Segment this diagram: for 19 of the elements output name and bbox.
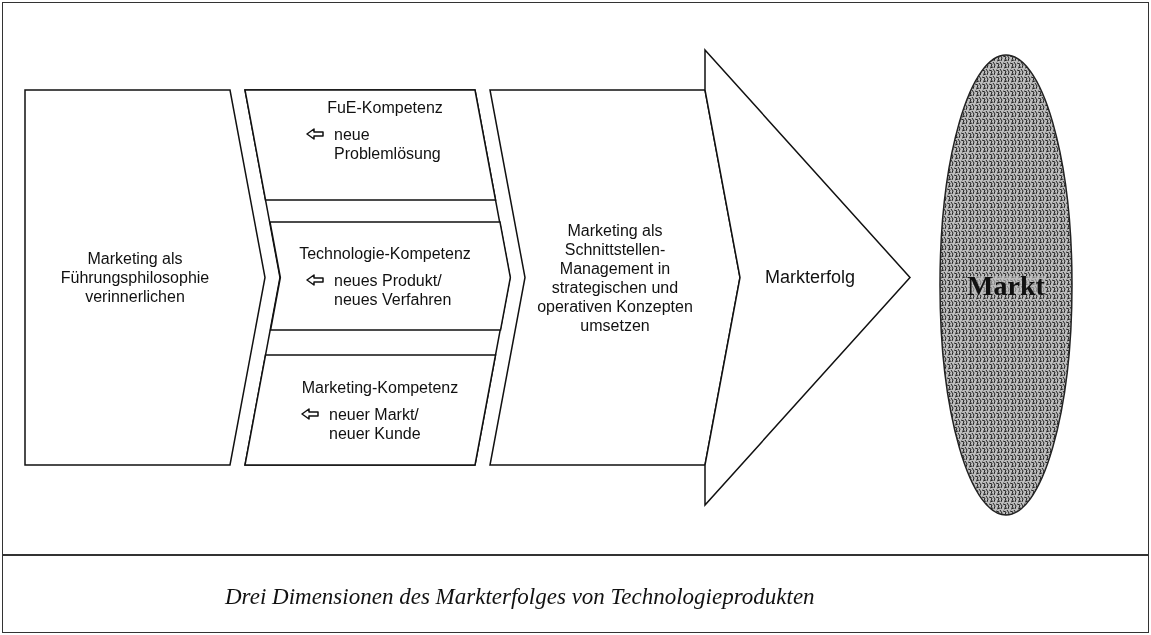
box-text: neue Problemlösung bbox=[334, 125, 442, 163]
box-text: neues Produkt/ neues Verfahren bbox=[334, 270, 453, 309]
box-text: neuer Markt/ neuer Kunde bbox=[329, 404, 422, 443]
node-label: Markterfolg bbox=[765, 268, 855, 287]
box-heading: FuE-Kompetenz bbox=[327, 98, 443, 117]
chevron-shape bbox=[490, 90, 740, 465]
process-box bbox=[245, 90, 496, 200]
node-label: Marketing als Führungsphilosophie verinnerlichen bbox=[59, 249, 211, 306]
node-label: Markt bbox=[967, 275, 1045, 295]
process-box bbox=[269, 222, 510, 330]
market-ellipse bbox=[940, 55, 1072, 515]
box-heading: Marketing-Kompetenz bbox=[301, 377, 459, 397]
process-box bbox=[245, 355, 496, 465]
chevron-shape bbox=[245, 90, 510, 465]
caption: Drei Dimensionen des Markterfolges von Technologieprodukten bbox=[225, 584, 815, 610]
arrow-shape bbox=[705, 50, 910, 505]
box-heading: Technologie-Kompetenz bbox=[299, 243, 471, 263]
chevron-shape bbox=[25, 90, 265, 465]
node-label: Marketing als Schnittstellen-Management in strategischen und operativen Konzepten umsetzen bbox=[536, 220, 694, 335]
